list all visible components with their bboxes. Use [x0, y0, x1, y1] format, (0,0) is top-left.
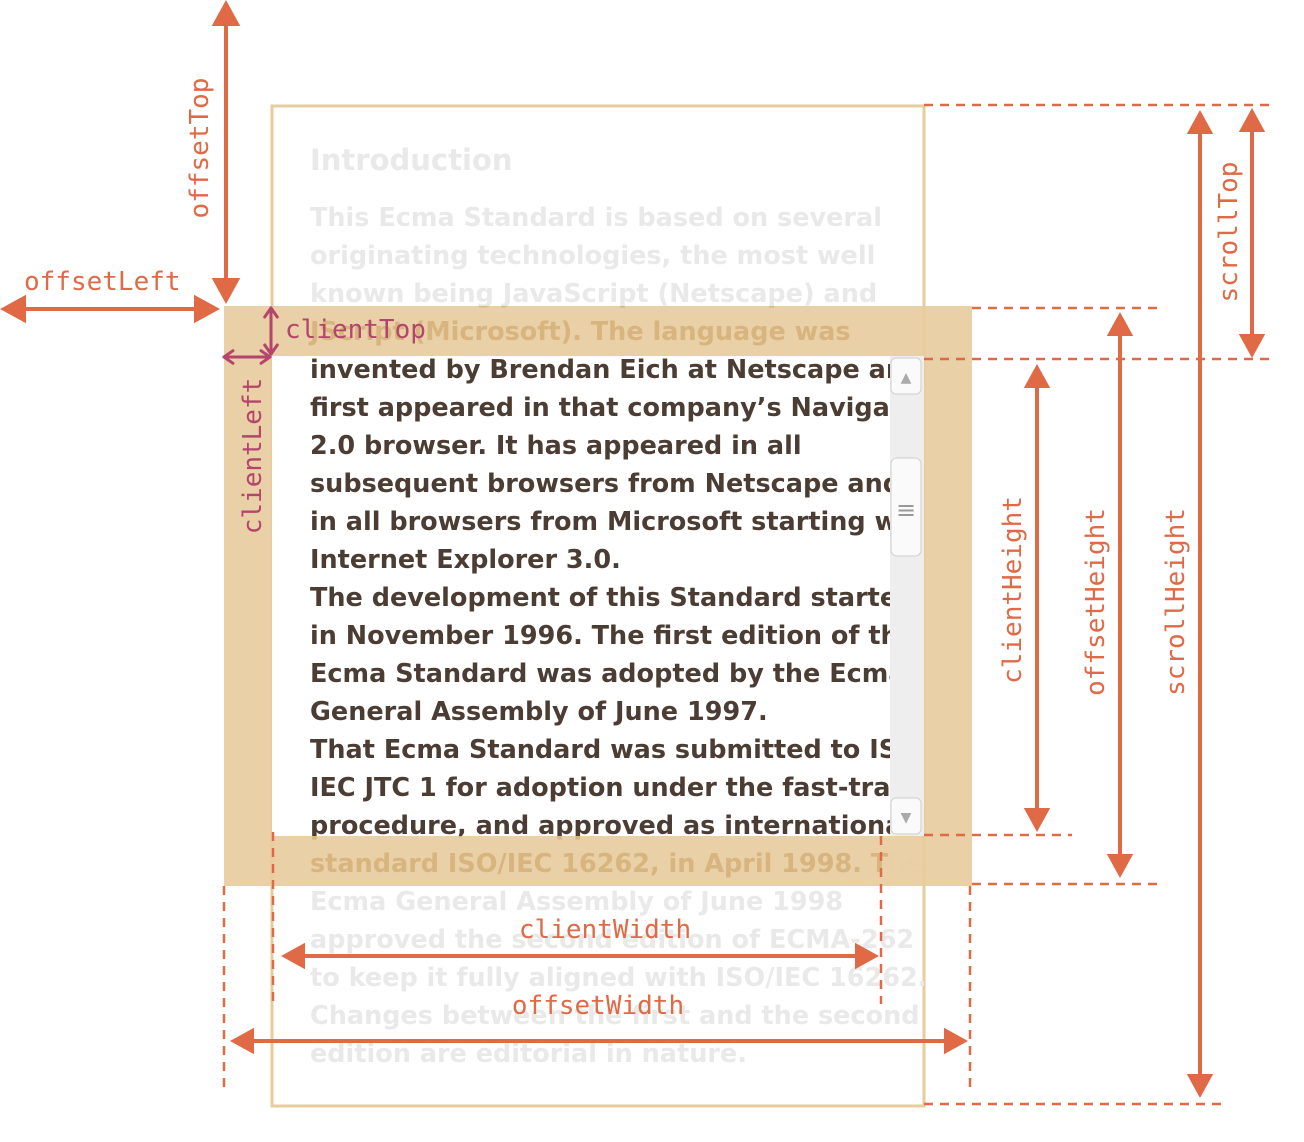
content-line: General Assembly of June 1997. [310, 697, 768, 727]
arrow-scroll-height [1186, 110, 1214, 1098]
label-client-width: clientWidth [519, 915, 691, 945]
content-line: standard ISO/IEC 16262, in April 1998. T… [310, 849, 924, 879]
label-offset-top: offsetTop [185, 78, 215, 219]
scroll-up-icon: ▲ [901, 370, 912, 386]
arrow-offset-height [1106, 312, 1134, 878]
dimension-arrows [0, 0, 1266, 1098]
label-scroll-height: scrollHeight [1161, 508, 1191, 696]
arrow-client-left [222, 349, 272, 365]
guide-lines [222, 103, 1275, 1106]
content-line: 2.0 browser. It has appeared in all [310, 431, 802, 461]
arrow-offset-left [0, 294, 220, 324]
arrow-scroll-top [1238, 108, 1266, 358]
content-line: Ecma Standard was adopted by the Ecma [310, 659, 906, 689]
content-line: known being JavaScript (Netscape) and [310, 279, 877, 309]
label-client-left: clientLeft [238, 378, 268, 535]
client-area [272, 356, 924, 836]
label-client-top: clientTop [285, 315, 426, 345]
content-line: The development of this Standard started [310, 583, 915, 613]
content-line: This Ecma Standard is based on several [310, 203, 882, 233]
content-line: IEC JTC 1 for adoption under the fast-tr… [310, 773, 924, 803]
label-offset-left: offsetLeft [24, 267, 181, 297]
visible-text: This Ecma Standard is based on severalor… [310, 355, 937, 841]
label-scroll-top: scrollTop [1214, 162, 1244, 303]
content-line: subsequent browsers from Netscape and [310, 469, 901, 499]
scroll-up-button[interactable] [890, 357, 922, 395]
content-heading: Introduction [310, 143, 513, 177]
content-line: invented by Brendan Eich at Netscape and [310, 355, 922, 385]
arrow-client-top [263, 306, 279, 356]
content-line: first appeared in that company’s Navigat… [310, 393, 933, 423]
content-line: to keep it fully aligned with ISO/IEC 16… [310, 963, 927, 993]
scrollbar-track[interactable] [890, 356, 924, 836]
arrow-offset-width [230, 1027, 968, 1055]
label-client-height: clientHeight [998, 496, 1028, 684]
content-line: Internet Explorer 3.0. [310, 545, 621, 575]
content-line: That Ecma Standard was submitted to ISO/ [310, 735, 929, 765]
scroll-down-icon: ▼ [901, 810, 912, 826]
scroll-down-button[interactable] [890, 797, 922, 835]
label-offset-height: offsetHeight [1081, 508, 1111, 696]
content-line: known being JavaScript (Netscape) and [310, 279, 877, 309]
content-line: in all browsers from Microsoft starting … [310, 507, 937, 537]
content-line: JScript (Microsoft). The language was [308, 317, 851, 347]
metric-labels: offsetTop offsetLeft clientTop clientLef… [24, 78, 1244, 1021]
content-line: Ecma General Assembly of June 1998 [310, 887, 843, 917]
scroll-grip-icon: ≡ [896, 496, 916, 524]
scrollbar[interactable]: ▲ ≡ ▼ [890, 356, 924, 836]
arrow-client-width [281, 942, 879, 970]
content-line: approved the second edition of ECMA-262 [310, 925, 914, 955]
content-line: Changes between the first and the second [310, 1001, 920, 1031]
scroll-thumb[interactable] [890, 457, 922, 557]
content-line: procedure, and approved as international [310, 811, 911, 841]
label-offset-width: offsetWidth [512, 991, 684, 1021]
content-line: in November 1996. The first edition of t… [310, 621, 923, 651]
content-line: originating technologies, the most well [310, 241, 875, 271]
arrow-client-height [1023, 364, 1051, 832]
content-line: edition are editorial in nature. [310, 1039, 747, 1069]
arrow-offset-top [211, 0, 241, 304]
